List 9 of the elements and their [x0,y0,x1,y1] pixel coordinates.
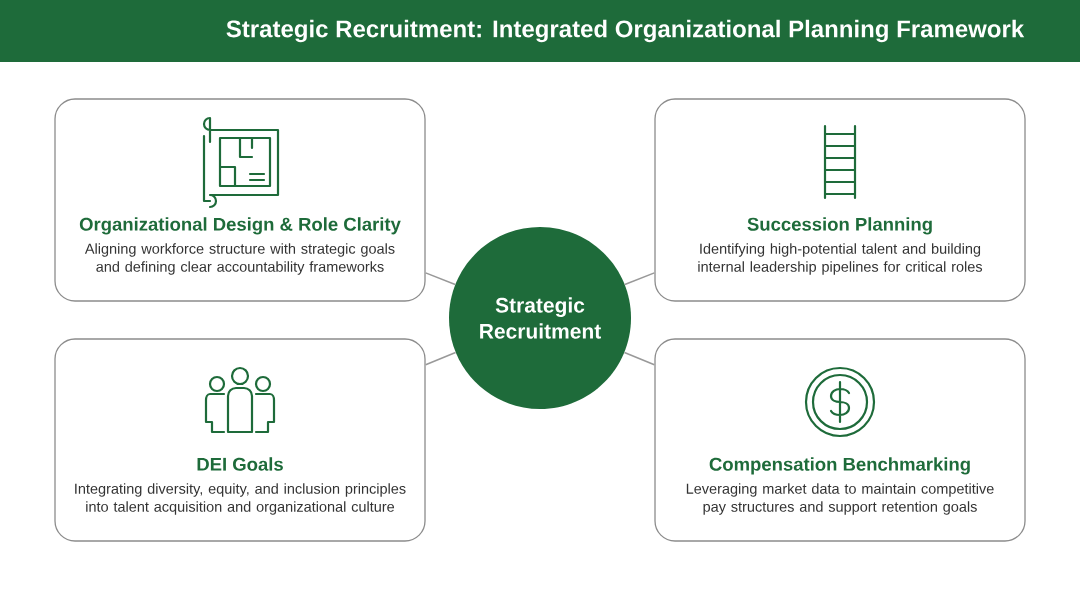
connector-line [424,351,457,366]
connector-line [623,351,656,366]
connector-line [624,272,656,286]
card: Compensation Benchmarking Leveraging market data to maintain competitive pay structures and support retention goals [654,338,1026,542]
header-bar: Strategic Recruitment: Integrated Organizational Planning Framework [0,0,1080,62]
card: Succession Planning Identifying high-potential talent and building internal leadership pipelines for critical roles [654,98,1026,302]
connector-line [424,272,456,286]
card: DEI Goals Integrating diversity, equity, and inclusion principles into talent acquisition and organizational culture [54,338,426,542]
card: Organizational Design & Role Clarity Aligning workforce structure with strategic goals and defining clear accountability frameworks [54,98,426,302]
